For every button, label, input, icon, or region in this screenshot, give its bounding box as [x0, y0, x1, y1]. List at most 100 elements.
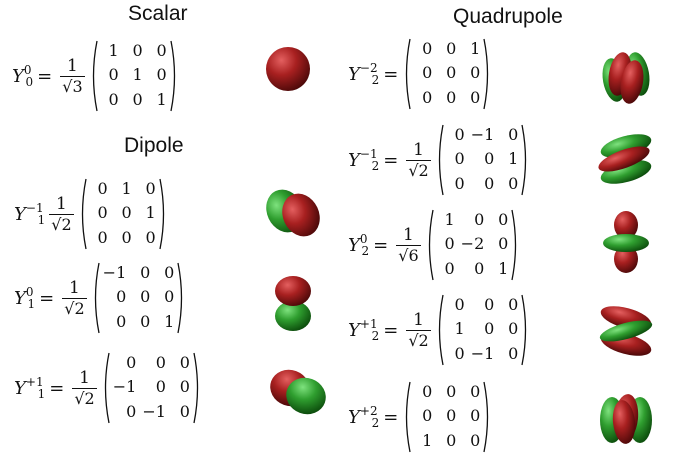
matrix-cell: 1	[156, 89, 167, 109]
equals-sign: =	[383, 319, 399, 341]
left-paren-icon	[406, 38, 411, 110]
equals-sign: =	[49, 377, 65, 399]
matrix-cell: 0	[470, 406, 481, 426]
matrix-cell: 0	[121, 203, 132, 223]
equals-sign: =	[383, 63, 399, 85]
harmonic-symbol: Y02	[348, 232, 369, 258]
fraction-denominator: √2	[406, 329, 431, 351]
matrix-cell: 0	[126, 401, 137, 421]
matrix-cell: −1	[102, 263, 127, 282]
right-paren-icon	[170, 40, 175, 112]
matrix-cell: 0	[474, 210, 485, 229]
normalization-fraction: 1√2	[62, 278, 87, 319]
right-paren-icon	[158, 178, 164, 250]
matrix-cell: 0	[179, 353, 190, 372]
degree-subscript: 2	[371, 416, 380, 430]
matrix-cell: 1	[454, 319, 465, 339]
matrix-cell: 0	[474, 258, 485, 278]
matrix-cell: 0	[156, 65, 167, 85]
left-paren-icon	[438, 294, 444, 366]
matrix-cell: 0	[454, 295, 465, 314]
equals-sign: =	[383, 406, 399, 428]
matrix-cell: 0	[145, 179, 156, 198]
matrix-cell: 0	[484, 295, 495, 314]
matrix-cell: 0	[422, 382, 433, 401]
equals-sign: =	[37, 65, 53, 87]
matrix-cell: 1	[145, 203, 156, 223]
right-paren-icon	[521, 124, 527, 196]
d-orbital-icon-y2m1	[598, 134, 652, 184]
symbol-letter: Y	[348, 235, 360, 256]
order-superscript: −2	[359, 61, 378, 75]
matrix-cell: 0	[446, 382, 457, 401]
matrix-cell: 1	[132, 65, 143, 85]
matrix-cell: 0	[454, 343, 465, 363]
left-paren-icon	[406, 381, 411, 453]
order-superscript: +2	[359, 404, 378, 418]
matrix-cell: 0	[97, 203, 108, 223]
fraction-numerator: 1	[79, 367, 90, 388]
fraction-denominator: √6	[396, 244, 421, 266]
matrix-cell: 0	[116, 311, 127, 331]
matrix-cell: 0	[508, 343, 519, 363]
harmonic-symbol: Y01	[14, 285, 35, 311]
matrix-cell: 0	[484, 319, 495, 339]
matrix-cell: −2	[460, 234, 485, 254]
degree-subscript: 2	[371, 73, 380, 87]
matrix-cell: 0	[446, 63, 457, 83]
symbol-letter: Y	[14, 288, 26, 309]
left-paren-icon	[81, 178, 87, 250]
fraction-denominator: √2	[49, 213, 74, 235]
harmonic-symbol: Y+12	[348, 317, 379, 343]
radicand: 2	[418, 330, 429, 350]
matrix-cell: 0	[164, 287, 175, 307]
symbol-letter: Y	[14, 378, 26, 399]
matrix-cell: 1	[508, 149, 519, 169]
matrix-cell: 0	[470, 87, 481, 107]
sphere-orbital-icon	[266, 47, 310, 91]
symbol-letter: Y	[348, 407, 360, 428]
matrix-cell: 0	[444, 258, 455, 278]
scalar-heading: Scalar	[128, 2, 188, 25]
radicand: 2	[418, 160, 429, 180]
matrix-cell: 0	[97, 227, 108, 247]
equals-sign: =	[383, 149, 399, 171]
degree-subscript: 1	[37, 387, 46, 401]
symbol-letter: Y	[348, 320, 360, 341]
fraction-numerator: 1	[403, 224, 414, 245]
sqrt-icon: √2	[408, 330, 429, 350]
matrix-cell: 0	[108, 65, 119, 85]
right-paren-icon	[511, 209, 517, 281]
matrix-cell: −1	[142, 401, 166, 421]
sqrt-icon: √3	[62, 76, 83, 96]
sqrt-icon: √2	[408, 160, 429, 180]
d-orbital-icon-y2p1	[599, 306, 653, 356]
left-paren-icon	[428, 209, 434, 281]
p-orbital-icon-y10	[275, 276, 311, 331]
harmonic-symbol: Y+22	[348, 404, 379, 430]
matrix-cell: 1	[164, 311, 175, 331]
normalization-fraction: 1√6	[396, 224, 421, 266]
left-paren-icon	[92, 40, 98, 112]
fraction-numerator: 1	[56, 193, 67, 214]
matrix-cell: 0	[179, 377, 190, 397]
harmonic-symbol: Y−22	[348, 61, 379, 87]
